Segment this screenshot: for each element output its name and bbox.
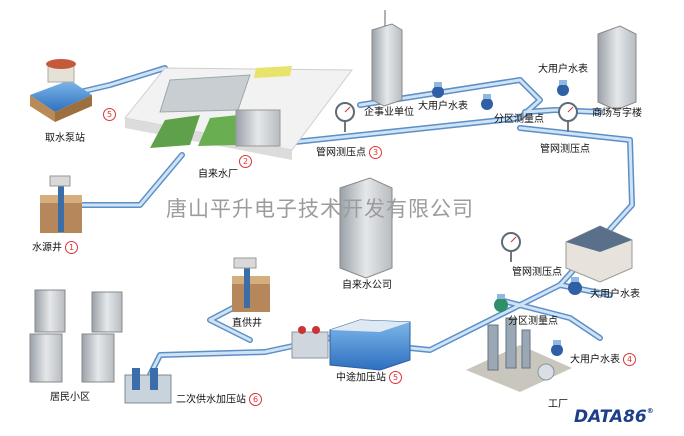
pressure-gauge-icon: [558, 102, 578, 132]
pump-station-illustration: [30, 59, 92, 122]
flow-meter-icon: [432, 82, 444, 98]
zone-meter-label-1: 分区测量点: [494, 114, 544, 125]
factory-label: 工厂: [548, 399, 568, 410]
water-plant-number: 2: [236, 155, 252, 169]
flow-meter-icon: [481, 94, 493, 110]
pressure-gauge-icon: [335, 102, 355, 132]
enterprise-label: 企事业单位: [364, 107, 414, 118]
flow-meter-icon: [557, 80, 569, 96]
watermark-text: 唐山平升电子技术开发有限公司: [166, 197, 474, 221]
supply-well-illustration: [232, 257, 270, 312]
pressure-point-label-2: 管网测压点: [540, 144, 590, 155]
mid-booster-illustration: [291, 319, 411, 371]
big-meter-label-1: 大用户水表: [418, 101, 468, 112]
flow-meter-icon: [551, 340, 563, 356]
factory-illustration: [466, 317, 572, 392]
water-company-building-illustration: [339, 177, 393, 279]
secondary-booster-illustration: [124, 368, 172, 404]
pump-station-number: 5: [100, 108, 116, 122]
residential-label: 居民小区: [50, 392, 90, 403]
pressure-point-label-3: 管网测压点: [512, 267, 562, 278]
zone-meter-label-2: 分区测量点: [508, 316, 558, 327]
large-user-building-illustration: [565, 225, 633, 283]
flow-meter-icon: [568, 277, 582, 295]
big-meter-label-3: 大用户水表: [590, 289, 640, 300]
big-meter-label-2: 大用户水表: [538, 64, 588, 75]
water-company-label: 自来水公司: [342, 280, 392, 291]
pressure-gauge-icon: [501, 232, 521, 262]
water-plant-label: 自来水厂: [198, 169, 238, 180]
enterprise-building-illustration: [371, 10, 403, 107]
supply-well-label: 直供井: [232, 318, 262, 329]
water-plant-illustration: [124, 66, 353, 160]
pump-station-label: 取水泵站: [45, 133, 85, 144]
water-well-illustration: [40, 175, 82, 233]
flow-meter-icon: [494, 294, 508, 312]
brand-logo: DATA86®: [574, 407, 654, 427]
commercial-label: 商场写字楼: [592, 108, 642, 119]
residential-buildings-illustration: [29, 289, 123, 383]
commercial-building-illustration: [597, 25, 637, 111]
